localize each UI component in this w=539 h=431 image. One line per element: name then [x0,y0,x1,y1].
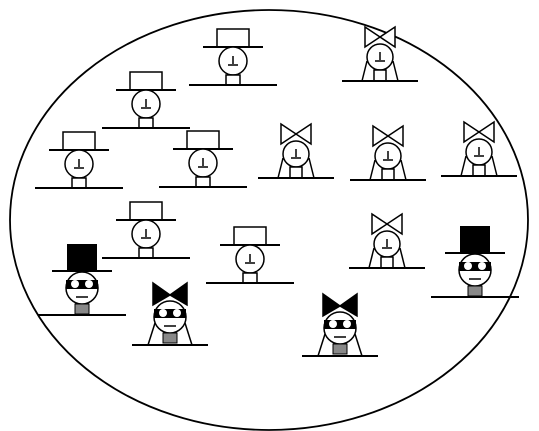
bow-figure [441,122,517,176]
bow-figure [342,27,418,81]
top-hat-figure [189,29,277,85]
top-hat-figure [35,132,123,188]
masked-top-hat-figure [431,226,519,297]
masked-bow-figure [302,294,378,356]
top-hat-figure [159,131,247,187]
enclosing-ellipse [10,10,528,430]
bow-figure [349,214,425,268]
top-hat-figure [206,227,294,283]
masked-bow-figure [132,283,208,345]
masked-top-hat-figure [38,244,126,315]
bow-figure [350,126,426,180]
top-hat-figure [102,72,190,128]
top-hat-figure [102,202,190,258]
bow-figure [258,124,334,178]
